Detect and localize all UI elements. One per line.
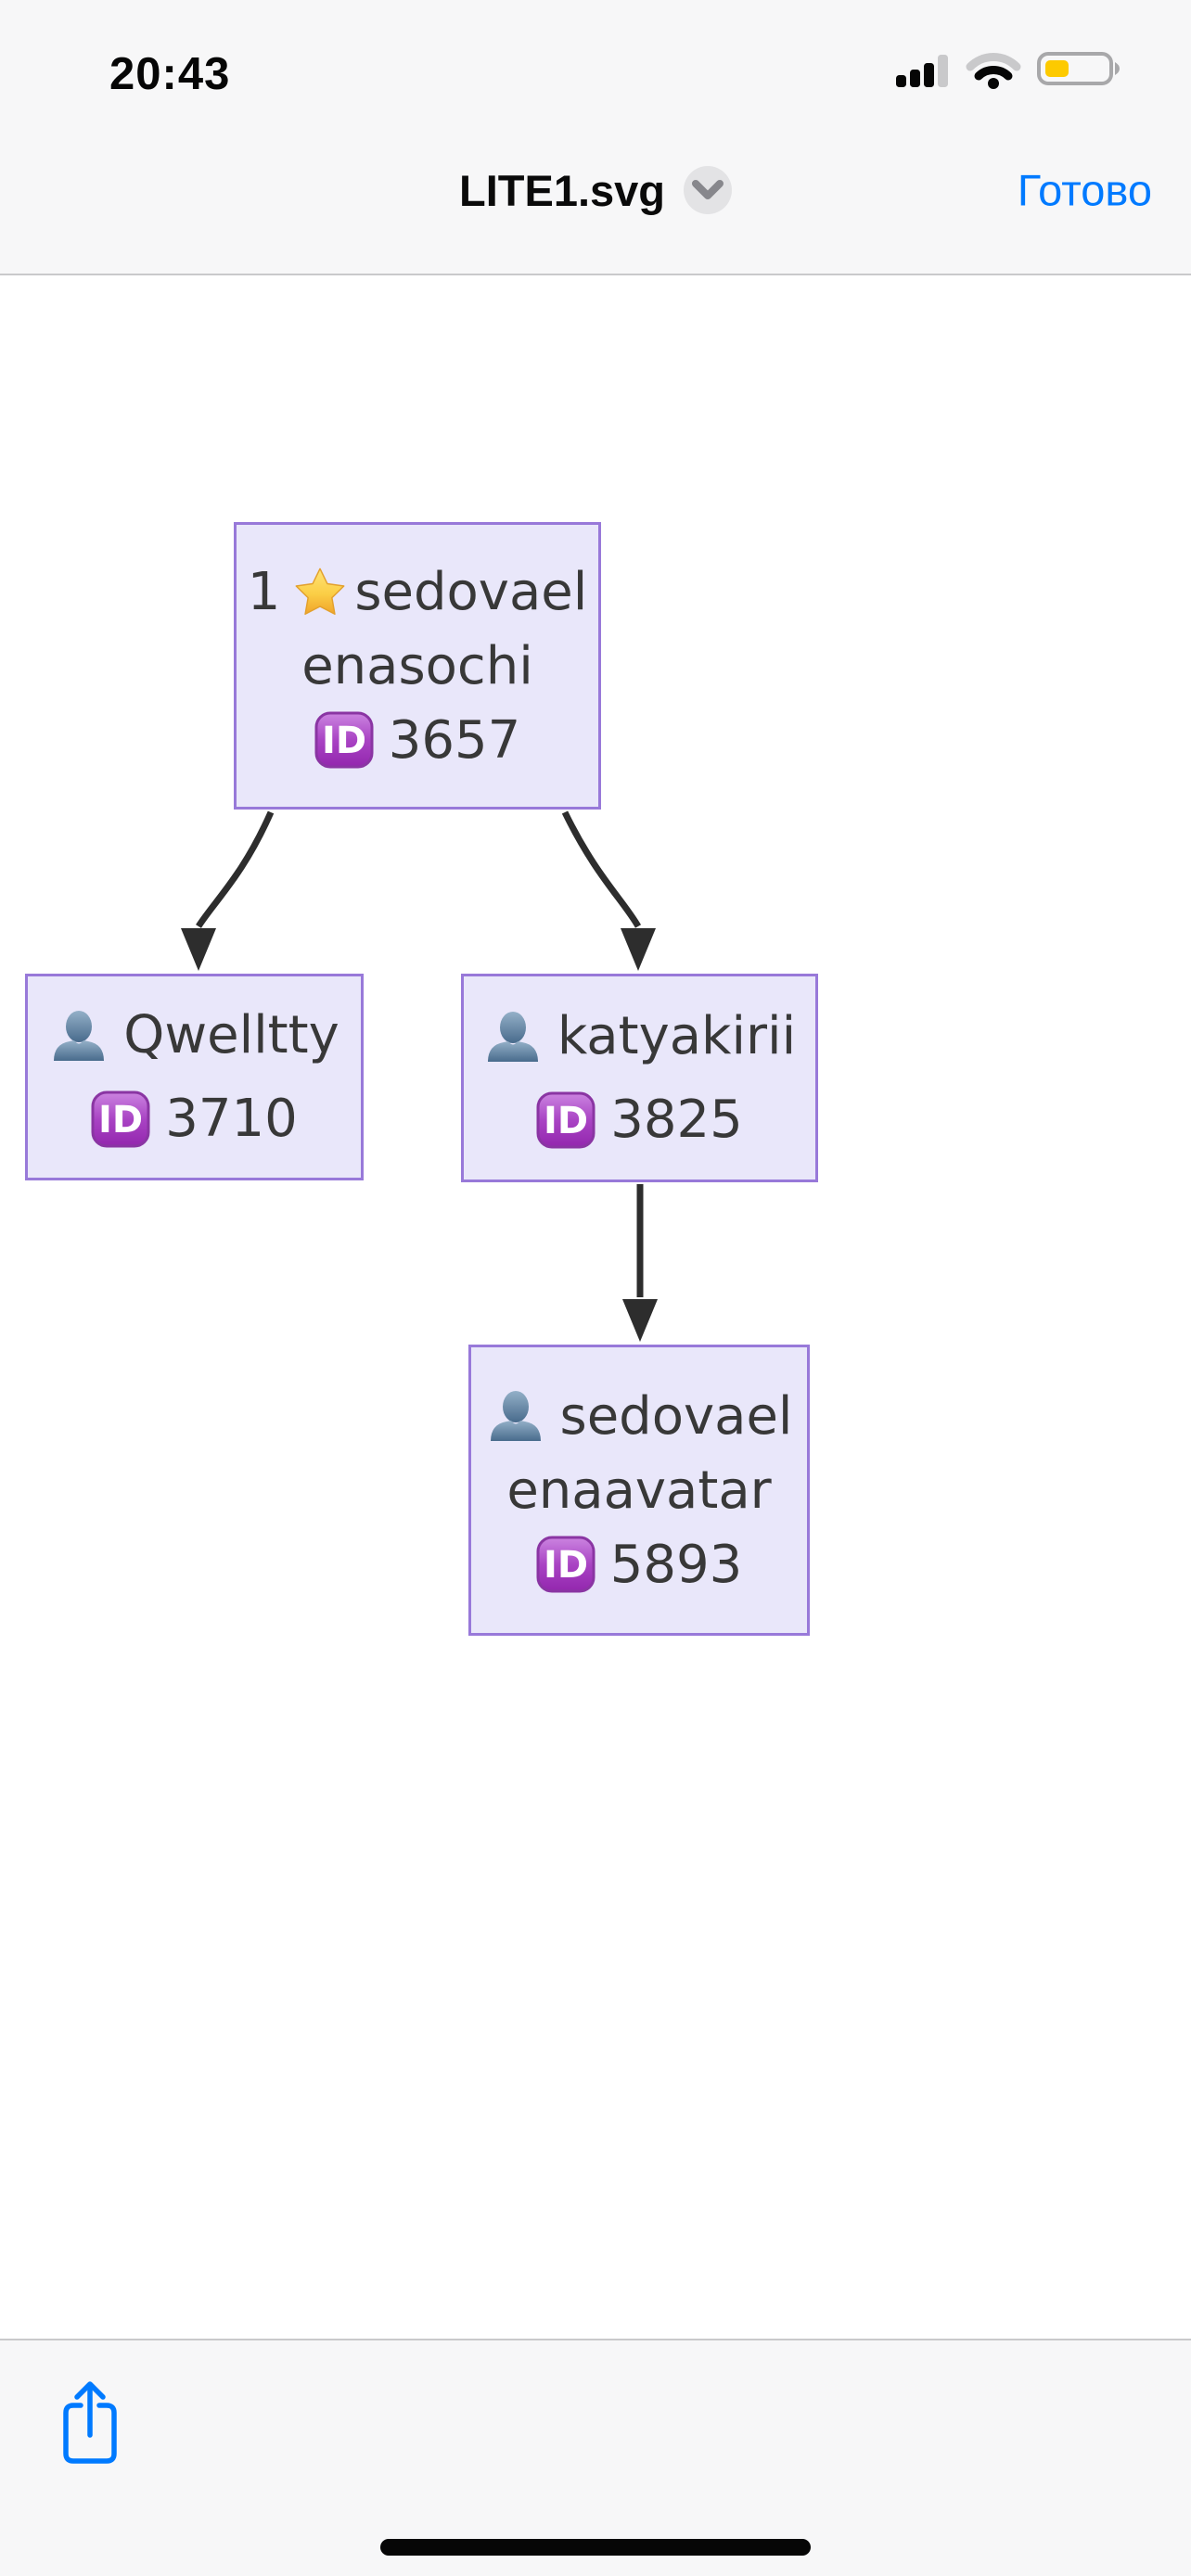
person-icon [487,1011,538,1062]
done-button[interactable]: Готово [1017,165,1152,215]
svg-text:ID: ID [98,1099,143,1141]
status-icons [896,46,1121,91]
star-icon [295,567,345,615]
tree-node-3825: katyakirii ID 3825 [461,974,818,1182]
share-icon [63,2381,117,2464]
node-id-line: ID 3825 [536,1078,743,1162]
id-badge-icon: ID [91,1090,150,1147]
id-badge-icon: ID [536,1091,596,1148]
node-name: sedovael [354,561,588,622]
node-id-line: ID 5893 [536,1527,743,1601]
node-id-line: ID 3710 [91,1078,298,1161]
svg-text:ID: ID [322,720,366,762]
tree-node-3657: 1 sedovael enasochi ID 3657 [234,522,601,810]
node-id: 3825 [610,1090,743,1150]
node-id-line: ID 3657 [314,703,521,777]
cellular-signal-icon [896,55,948,87]
wifi-icon [966,53,1021,89]
node-name-line: Qwelltty [49,994,339,1078]
tree-node-5893: sedovael enaavatar ID 5893 [468,1345,810,1636]
edge-3657-3825 [561,810,642,928]
svg-text:ID: ID [544,1100,588,1142]
node-name-line: katyakirii [483,995,796,1078]
battery-icon [1037,52,1120,85]
svg-text:ID: ID [544,1544,588,1587]
node-id: 5893 [609,1534,743,1595]
share-button[interactable] [56,2378,124,2465]
node-name: Qwelltty [123,1005,339,1065]
document-title: LITE1.svg [458,165,666,215]
tree-node-3710: Qwelltty ID 3710 [25,974,364,1180]
edge-3657-3710 [196,810,275,928]
node-name-line: sedovael [486,1379,793,1453]
node-name-line: 1 sedovael [248,555,588,629]
chevron-down-icon [692,180,724,199]
person-icon [490,1391,541,1441]
node-name: katyakirii [557,1006,797,1066]
node-id: 3657 [388,709,521,771]
arrowhead [622,1299,658,1342]
node-name: sedovael [559,1385,793,1447]
svg-preview-canvas: 1 sedovael enasochi ID 3657 Qwelltty [0,277,1191,2337]
top-chrome: 20:43 LITE1.svg Готово [0,0,1191,275]
status-time: 20:43 [109,49,231,99]
person-icon [54,1010,105,1061]
arrowhead [181,928,216,971]
id-badge-icon: ID [314,711,374,769]
node-name-line2: enaavatar [506,1460,772,1521]
node-name-line2: enasochi [301,635,533,696]
bottom-toolbar [0,2339,1191,2576]
home-indicator[interactable] [380,2539,811,2556]
title-bar: LITE1.svg Готово [0,148,1191,232]
id-badge-icon: ID [536,1536,596,1593]
star-count: 1 [247,561,281,622]
node-id: 3710 [165,1089,298,1149]
arrowhead [621,928,656,971]
title-menu-button[interactable] [684,166,733,214]
